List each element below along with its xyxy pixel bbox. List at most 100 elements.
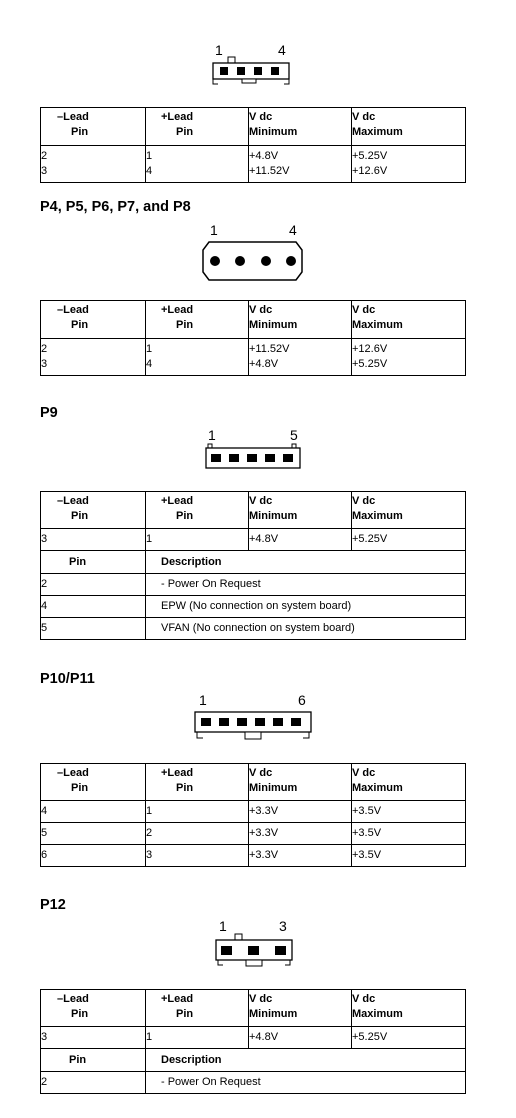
header-maximum: Maximum bbox=[352, 782, 403, 794]
desc-text: - Power On Request bbox=[145, 1071, 466, 1094]
vdc-maximum: +5.25V bbox=[351, 1026, 466, 1049]
header-vdc: V dc bbox=[249, 304, 273, 316]
vdc-maximum: +3.5V bbox=[351, 800, 466, 823]
desc-pin: 2 bbox=[40, 573, 146, 596]
header-pin: Pin bbox=[176, 1008, 194, 1020]
header-pin: Pin bbox=[176, 510, 194, 522]
connector-pin-label-right: 4 bbox=[289, 222, 297, 238]
header-pos-lead: +Lead bbox=[161, 993, 194, 1005]
header-neg-lead: –Lead bbox=[57, 993, 89, 1005]
pos-lead-pin: 3 bbox=[145, 844, 249, 867]
voltage-table-5: –Lead Pin +Lead Pin V dc Minimum V dc Ma… bbox=[40, 989, 466, 1094]
connector-pin-label-right: 3 bbox=[279, 918, 287, 934]
header-vdc: V dc bbox=[352, 495, 376, 507]
neg-lead-pin: 3 bbox=[41, 165, 48, 177]
header-neg-lead: –Lead bbox=[57, 304, 89, 316]
section-heading-p9: P9 bbox=[40, 405, 58, 421]
vdc-minimum: +11.52V bbox=[249, 165, 290, 177]
desc-header-description: Description bbox=[145, 1048, 466, 1072]
vdc-minimum: +4.8V bbox=[248, 528, 352, 551]
desc-pin: 2 bbox=[40, 1071, 146, 1094]
header-vdc: V dc bbox=[352, 111, 376, 123]
voltage-table-4: –Lead Pin +Lead Pin V dc Minimum V dc Ma… bbox=[40, 763, 466, 867]
vdc-maximum: +5.25V bbox=[352, 150, 388, 162]
header-minimum: Minimum bbox=[249, 782, 298, 794]
desc-header-pin: Pin bbox=[40, 550, 146, 574]
desc-header-description: Description bbox=[145, 550, 466, 574]
molex-4pin-diagram bbox=[202, 241, 303, 281]
pos-lead-pin: 2 bbox=[145, 822, 249, 845]
connector-5pin-diagram bbox=[205, 443, 301, 469]
header-vdc: V dc bbox=[249, 495, 273, 507]
header-maximum: Maximum bbox=[352, 126, 403, 138]
pos-lead-pin: 4 bbox=[146, 165, 153, 177]
section-heading-p12: P12 bbox=[40, 897, 66, 913]
vdc-minimum: +11.52V bbox=[249, 343, 290, 355]
connector-pin-label-right: 6 bbox=[298, 692, 306, 708]
vdc-maximum: +5.25V bbox=[352, 358, 388, 370]
neg-lead-pin: 3 bbox=[40, 1026, 146, 1049]
connector-pin-label-right: 5 bbox=[290, 427, 298, 443]
header-minimum: Minimum bbox=[249, 510, 298, 522]
voltage-table-1: –Lead Pin +Lead Pin V dc Minimum V dc Ma… bbox=[40, 107, 466, 183]
voltage-table-3: –Lead Pin +Lead Pin V dc Minimum V dc Ma… bbox=[40, 491, 466, 640]
desc-text: - Power On Request bbox=[145, 573, 466, 596]
vdc-minimum: +3.3V bbox=[248, 800, 352, 823]
desc-pin: 4 bbox=[40, 595, 146, 618]
vdc-maximum: +5.25V bbox=[351, 528, 466, 551]
vdc-minimum: +4.8V bbox=[249, 358, 279, 370]
header-pin: Pin bbox=[71, 126, 89, 138]
header-vdc: V dc bbox=[352, 304, 376, 316]
header-vdc: V dc bbox=[249, 767, 273, 779]
pos-lead-pin: 1 bbox=[145, 1026, 249, 1049]
header-minimum: Minimum bbox=[249, 126, 298, 138]
desc-text: EPW (No connection on system board) bbox=[145, 595, 466, 618]
header-pos-lead: +Lead bbox=[161, 304, 194, 316]
connector-pin-label-left: 1 bbox=[215, 42, 223, 58]
neg-lead-pin: 2 bbox=[41, 343, 48, 355]
header-pin: Pin bbox=[71, 782, 89, 794]
section-heading-p10-p11: P10/P11 bbox=[40, 671, 95, 687]
neg-lead-pin: 5 bbox=[40, 822, 146, 845]
voltage-table-2: –Lead Pin +Lead Pin V dc Minimum V dc Ma… bbox=[40, 300, 466, 376]
neg-lead-pin: 4 bbox=[40, 800, 146, 823]
header-pin: Pin bbox=[176, 126, 194, 138]
pos-lead-pin: 1 bbox=[145, 528, 249, 551]
connector-6pin-diagram bbox=[194, 711, 312, 740]
desc-header-pin: Pin bbox=[40, 1048, 146, 1072]
vdc-minimum: +4.8V bbox=[249, 150, 279, 162]
header-pin: Pin bbox=[71, 510, 89, 522]
header-maximum: Maximum bbox=[352, 319, 403, 331]
connector-4pin-diagram bbox=[212, 56, 290, 85]
neg-lead-pin: 3 bbox=[40, 528, 146, 551]
vdc-minimum: +4.8V bbox=[248, 1026, 352, 1049]
connector-pin-label-right: 4 bbox=[278, 42, 286, 58]
header-vdc: V dc bbox=[352, 767, 376, 779]
desc-pin: 5 bbox=[40, 617, 146, 640]
header-pin: Pin bbox=[176, 782, 194, 794]
pos-lead-pin: 1 bbox=[146, 150, 153, 162]
neg-lead-pin: 6 bbox=[40, 844, 146, 867]
header-pin: Pin bbox=[71, 1008, 89, 1020]
neg-lead-pin: 2 bbox=[41, 150, 48, 162]
header-maximum: Maximum bbox=[352, 510, 403, 522]
header-minimum: Minimum bbox=[249, 319, 298, 331]
header-pos-lead: +Lead bbox=[161, 767, 194, 779]
neg-lead-pin: 3 bbox=[41, 358, 48, 370]
connector-3pin-diagram bbox=[215, 933, 293, 967]
pos-lead-pin: 1 bbox=[146, 343, 153, 355]
pos-lead-pin: 1 bbox=[145, 800, 249, 823]
header-pos-lead: +Lead bbox=[161, 111, 194, 123]
header-vdc: V dc bbox=[249, 111, 273, 123]
header-pin: Pin bbox=[71, 319, 89, 331]
pos-lead-pin: 4 bbox=[146, 358, 153, 370]
connector-pin-label-left: 1 bbox=[210, 222, 218, 238]
section-heading-p4-p8: P4, P5, P6, P7, and P8 bbox=[40, 199, 191, 215]
connector-pin-label-left: 1 bbox=[199, 692, 207, 708]
header-vdc: V dc bbox=[249, 993, 273, 1005]
header-neg-lead: –Lead bbox=[57, 111, 89, 123]
connector-pin-label-left: 1 bbox=[219, 918, 227, 934]
header-maximum: Maximum bbox=[352, 1008, 403, 1020]
header-vdc: V dc bbox=[352, 993, 376, 1005]
vdc-minimum: +3.3V bbox=[248, 822, 352, 845]
